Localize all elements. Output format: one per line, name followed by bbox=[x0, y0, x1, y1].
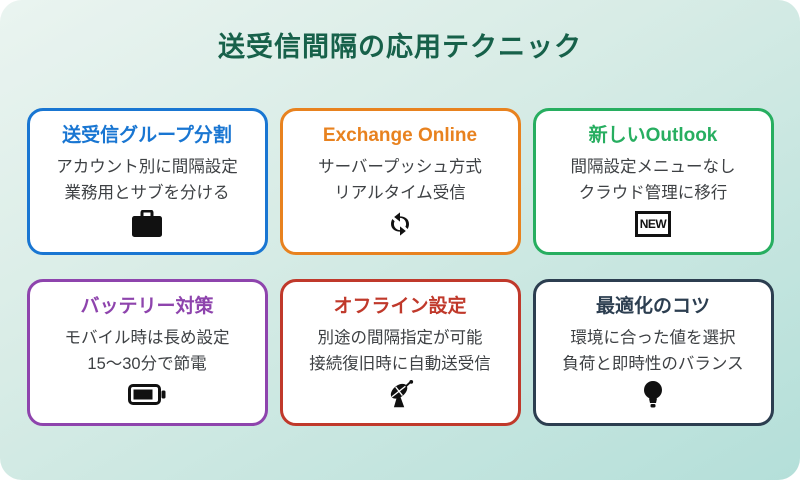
card-title: 最適化のコツ bbox=[595, 296, 710, 317]
card-title: 新しいOutlook bbox=[588, 125, 718, 146]
card-line: リアルタイム受信 bbox=[334, 183, 466, 202]
card-sendreceive-group-split: 送受信グループ分割 アカウント別に間隔設定 業務用とサブを分ける bbox=[26, 108, 268, 255]
new-badge-label: NEW bbox=[634, 210, 672, 237]
card-line: 間隔設定メニューなし bbox=[570, 157, 736, 176]
briefcase-icon bbox=[130, 209, 164, 239]
card-line: モバイル時は長め設定 bbox=[64, 328, 230, 347]
card-optimization-tips: 最適化のコツ 環境に合った値を選択 負荷と即時性のバランス bbox=[532, 279, 774, 426]
card-line: 負荷と即時性のバランス bbox=[562, 354, 744, 373]
card-line: アカウント別に間隔設定 bbox=[56, 157, 238, 176]
card-battery-measures: バッテリー対策 モバイル時は長め設定 15〜30分で節電 bbox=[26, 279, 268, 426]
card-title: バッテリー対策 bbox=[80, 296, 214, 317]
card-line: 環境に合った値を選択 bbox=[570, 328, 736, 347]
card-line: 接続復旧時に自動送受信 bbox=[309, 354, 491, 373]
card-offline-settings: オフライン設定 別途の間隔指定が可能 接続復旧時に自動送受信 bbox=[279, 279, 521, 426]
card-grid: 送受信グループ分割 アカウント別に間隔設定 業務用とサブを分ける Exchang… bbox=[0, 108, 800, 426]
card-line: クラウド管理に移行 bbox=[578, 183, 728, 202]
satellite-dish-icon bbox=[385, 379, 415, 410]
card-title: Exchange Online bbox=[322, 125, 478, 146]
card-exchange-online: Exchange Online サーバープッシュ方式 リアルタイム受信 bbox=[279, 108, 521, 255]
lightbulb-icon bbox=[641, 380, 665, 410]
card-line: 15〜30分で節電 bbox=[87, 354, 207, 373]
card-title: 送受信グループ分割 bbox=[62, 125, 232, 146]
card-line: 業務用とサブを分ける bbox=[64, 183, 230, 202]
new-badge-icon: NEW bbox=[634, 209, 672, 239]
sync-arrows-icon bbox=[386, 209, 414, 239]
card-line: 別途の間隔指定が可能 bbox=[317, 328, 483, 347]
page-title: 送受信間隔の応用テクニック bbox=[218, 32, 582, 62]
card-title: オフライン設定 bbox=[333, 296, 467, 317]
card-new-outlook: 新しいOutlook 間隔設定メニューなし クラウド管理に移行 NEW bbox=[532, 108, 774, 255]
battery-icon bbox=[128, 380, 166, 410]
card-line: サーバープッシュ方式 bbox=[318, 157, 482, 176]
